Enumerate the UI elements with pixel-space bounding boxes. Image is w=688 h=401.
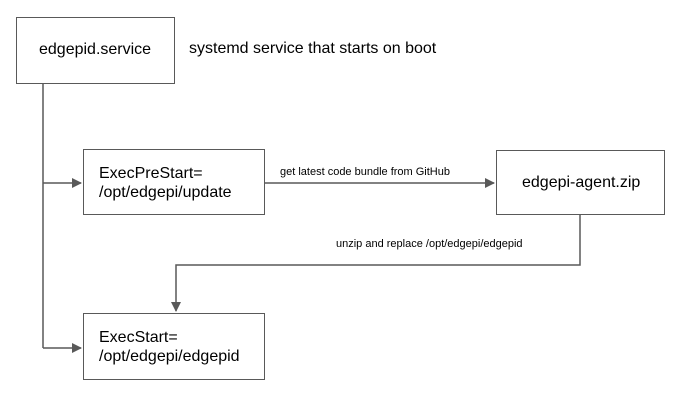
service-node: edgepid.service: [16, 17, 175, 84]
prestart-node-line1: ExecPreStart=: [99, 165, 203, 182]
start-node: ExecStart= /opt/edgepi/edgepid: [83, 313, 265, 380]
bundle-node: edgepi-agent.zip: [496, 150, 665, 215]
bundle-to-start-arrow: [171, 215, 581, 312]
bundle-node-label: edgepi-agent.zip: [522, 174, 641, 191]
start-node-line1: ExecStart=: [99, 329, 178, 346]
start-node-line2: /opt/edgepi/edgepid: [99, 348, 240, 365]
prestart-node: ExecPreStart= /opt/edgepi/update: [83, 149, 265, 215]
download-edge-label: get latest code bundle from GitHub: [280, 166, 450, 178]
service-description: systemd service that starts on boot: [189, 40, 437, 57]
unzip-edge-label: unzip and replace /opt/edgepi/edgepid: [336, 238, 523, 250]
prestart-node-line2: /opt/edgepi/update: [99, 184, 232, 201]
service-node-label: edgepid.service: [39, 41, 152, 58]
